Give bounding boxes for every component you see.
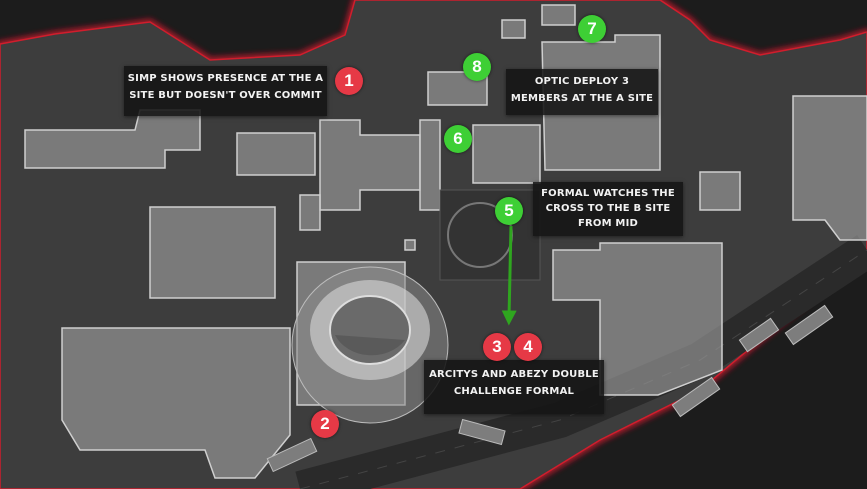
dome-structure xyxy=(291,266,449,424)
vehicles xyxy=(266,304,834,473)
marker-3: 3 xyxy=(483,333,511,361)
marker-6: 6 xyxy=(444,125,472,153)
marker-7: 7 xyxy=(578,15,606,43)
callout-simp-line1: SIMP SHOWS PRESENCE AT THE A xyxy=(127,73,324,84)
buildings xyxy=(24,4,867,479)
callout-arcitys-line1: ARCITYS AND ABEZY DOUBLE xyxy=(429,369,599,380)
callout-simp-line2: SITE BUT DOESN'T OVER COMMIT xyxy=(129,90,322,101)
callout-formal-line3: FROM MID xyxy=(577,218,639,229)
callout-optic-line2: MEMBERS AT THE A SITE xyxy=(510,93,654,104)
marker-1: 1 xyxy=(335,67,363,95)
callout-formal-line2: CROSS TO THE B SITE xyxy=(545,203,671,214)
callout-simp: SIMP SHOWS PRESENCE AT THE A SITE BUT DO… xyxy=(124,66,327,116)
callout-arcitys: ARCITYS AND ABEZY DOUBLE CHALLENGE FORMA… xyxy=(424,360,604,414)
marker-4: 4 xyxy=(514,333,542,361)
marker-5: 5 xyxy=(495,197,523,225)
callout-optic-line1: OPTIC DEPLOY 3 xyxy=(534,76,630,87)
callout-optic: OPTIC DEPLOY 3 MEMBERS AT THE A SITE xyxy=(506,69,658,115)
movement-arrow xyxy=(501,225,517,326)
callout-formal-line1: FORMAL WATCHES THE xyxy=(541,188,675,199)
marker-8: 8 xyxy=(463,53,491,81)
callout-formal: FORMAL WATCHES THE CROSS TO THE B SITE F… xyxy=(533,182,683,236)
marker-2: 2 xyxy=(311,410,339,438)
callout-arcitys-line2: CHALLENGE FORMAL xyxy=(453,386,575,397)
